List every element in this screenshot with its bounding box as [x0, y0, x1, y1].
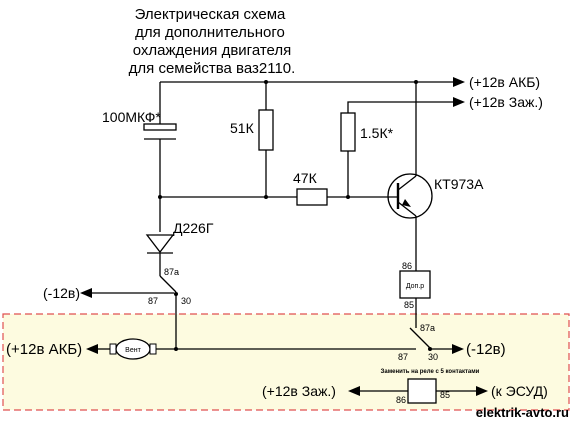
- arrow-ign-relay2: [348, 386, 360, 396]
- pin-87-bottom: 87: [398, 352, 408, 362]
- label-ecu: (к ЭСУД): [491, 383, 548, 399]
- pin-87a-top: 87а: [164, 267, 179, 277]
- title-line-1: Электрическая схема: [135, 6, 286, 23]
- capacitor-plate-top: [143, 123, 177, 131]
- transistor-emitter: [397, 201, 417, 217]
- label-ign-relay2: (+12в Заж.): [262, 383, 336, 399]
- pin-87-top: 87: [148, 296, 158, 306]
- transistor-emitter-arrow: [402, 199, 411, 207]
- label-transistor: КТ973А: [434, 176, 484, 192]
- relay2-switch-blade: [409, 327, 431, 349]
- transistor-body: [387, 173, 433, 219]
- label-capacitor: 100МКФ*: [102, 109, 161, 125]
- relay2-coil: [407, 378, 437, 404]
- label-akb-fan: (+12в АКБ): [6, 341, 82, 358]
- diode-symbol: [145, 234, 175, 254]
- arrow-minus-bottom: [452, 344, 464, 354]
- junction-akb-r1: [264, 80, 268, 84]
- arrow-ecu: [476, 386, 488, 396]
- junction-bus-cap: [158, 195, 162, 199]
- pin-85-relay2: 85: [440, 390, 450, 400]
- fan-lead-left: [109, 343, 117, 355]
- pin-30-top: 30: [181, 296, 191, 306]
- label-output-akb: (+12в АКБ): [469, 74, 540, 90]
- label-relay2-note: Заменить на реле с 5 контактами: [381, 369, 480, 375]
- label-r1: 51К: [230, 120, 255, 136]
- arrow-akb-fan: [86, 344, 98, 354]
- label-minus-bottom: (-12в): [466, 341, 506, 358]
- label-relay1-coil: Доп.р: [406, 283, 424, 290]
- transistor-collector: [397, 175, 417, 191]
- resistor-1-5k: [340, 112, 356, 152]
- arrow-akb: [453, 77, 465, 87]
- wire-ign-rail: [347, 101, 455, 113]
- label-diode: Д226Г: [173, 220, 214, 236]
- arrow-ign: [453, 97, 465, 107]
- pin-30-bottom: 30: [428, 352, 438, 362]
- title-line-4: для семейства ваз2110.: [129, 60, 296, 77]
- junction-fan-relay1: [174, 347, 178, 351]
- fan-lead-right: [149, 343, 157, 355]
- junction-akb-collector: [414, 80, 418, 84]
- pin-87a-bottom: 87а: [420, 323, 435, 333]
- relay1-switch-blade: [159, 275, 177, 293]
- label-output-ign: (+12в Заж.): [469, 94, 543, 110]
- arrow-minus-top: [80, 288, 92, 298]
- watermark: elektrik-avto.ru: [476, 405, 569, 420]
- resistor-51k: [258, 109, 274, 151]
- junction-bus-r2: [346, 195, 350, 199]
- pin-86-relay2: 86: [396, 395, 406, 405]
- label-r2: 1.5К*: [360, 125, 394, 141]
- highlight-zone: [2, 313, 570, 411]
- pin-85-relay1: 85: [404, 300, 414, 310]
- title-line-3: охлаждения двигателя: [133, 42, 292, 59]
- pin-86-relay1: 86: [402, 261, 412, 271]
- label-fan: Вент: [125, 347, 141, 354]
- junction-bus-r1: [264, 195, 268, 199]
- resistor-47k: [296, 188, 328, 206]
- label-r3: 47К: [293, 170, 318, 186]
- label-minus-top: (-12в): [43, 285, 80, 301]
- title-line-2: для дополнительного: [135, 24, 285, 41]
- relay1-coil: [399, 270, 431, 299]
